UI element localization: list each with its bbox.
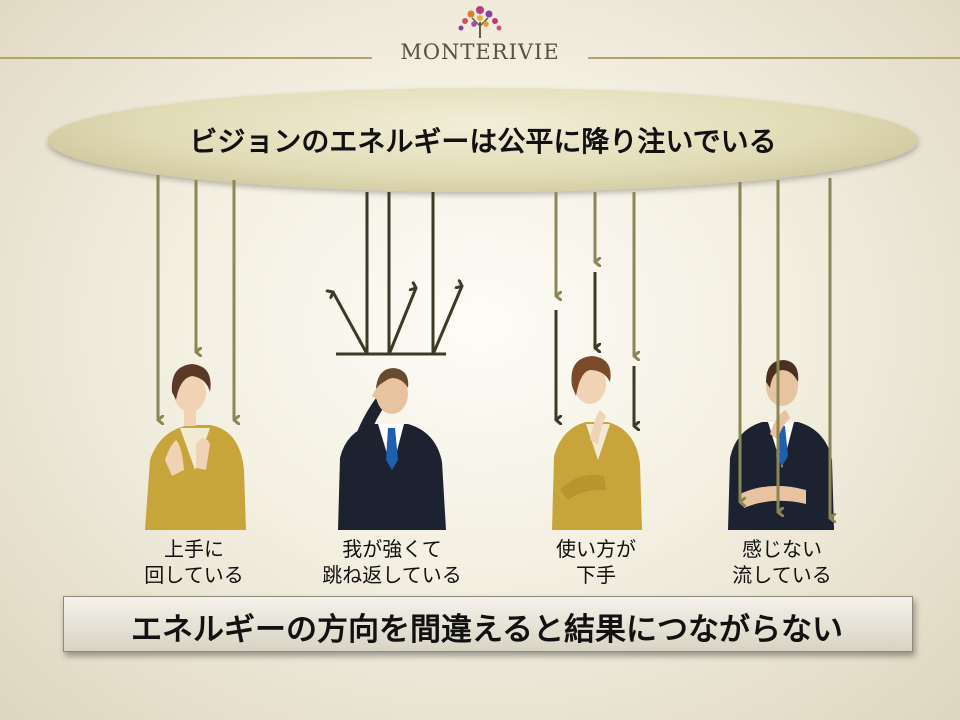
figure1-arrows xyxy=(156,175,234,420)
figure1-caption: 上手に 回している xyxy=(94,536,294,588)
caption-line: 流している xyxy=(732,563,832,587)
arrow-bounce xyxy=(432,286,462,353)
caption-line: 跳ね返している xyxy=(322,563,462,587)
brand-logo: MONTERIVIE xyxy=(376,4,584,68)
header-rule-right xyxy=(588,57,960,59)
brand-name: MONTERIVIE xyxy=(400,40,560,64)
caption-line: 回している xyxy=(144,563,244,587)
caption-line: 使い方が xyxy=(556,537,636,561)
caption-line: 下手 xyxy=(576,563,616,587)
figure1-woman xyxy=(145,364,246,530)
figure4-man xyxy=(728,360,834,530)
figure3-arrows xyxy=(554,192,634,426)
arrow-bounce xyxy=(333,292,368,353)
figure4-arrows xyxy=(738,178,830,518)
figure3-woman xyxy=(552,356,642,530)
headline: ビジョンのエネルギーは公平に降り注いでいる xyxy=(189,125,777,158)
figure2-arrows xyxy=(333,192,462,356)
figure2-man xyxy=(338,368,446,530)
caption-line: 上手に xyxy=(164,537,224,561)
header-rule-left xyxy=(0,57,372,59)
conclusion-text: エネルギーの方向を間違えると結果につながらない xyxy=(130,612,844,648)
figure3-caption: 使い方が 下手 xyxy=(496,536,696,588)
tree-logo-icon xyxy=(458,6,502,38)
caption-line: 我が強くて xyxy=(342,537,442,561)
conclusion-banner xyxy=(63,596,913,652)
figure2-caption: 我が強くて 跳ね返している xyxy=(292,536,492,588)
caption-line: 感じない xyxy=(742,537,822,561)
figure4-caption: 感じない 流している xyxy=(682,536,882,588)
vision-energy-ellipse xyxy=(48,88,918,192)
arrow-bounce xyxy=(388,288,416,353)
